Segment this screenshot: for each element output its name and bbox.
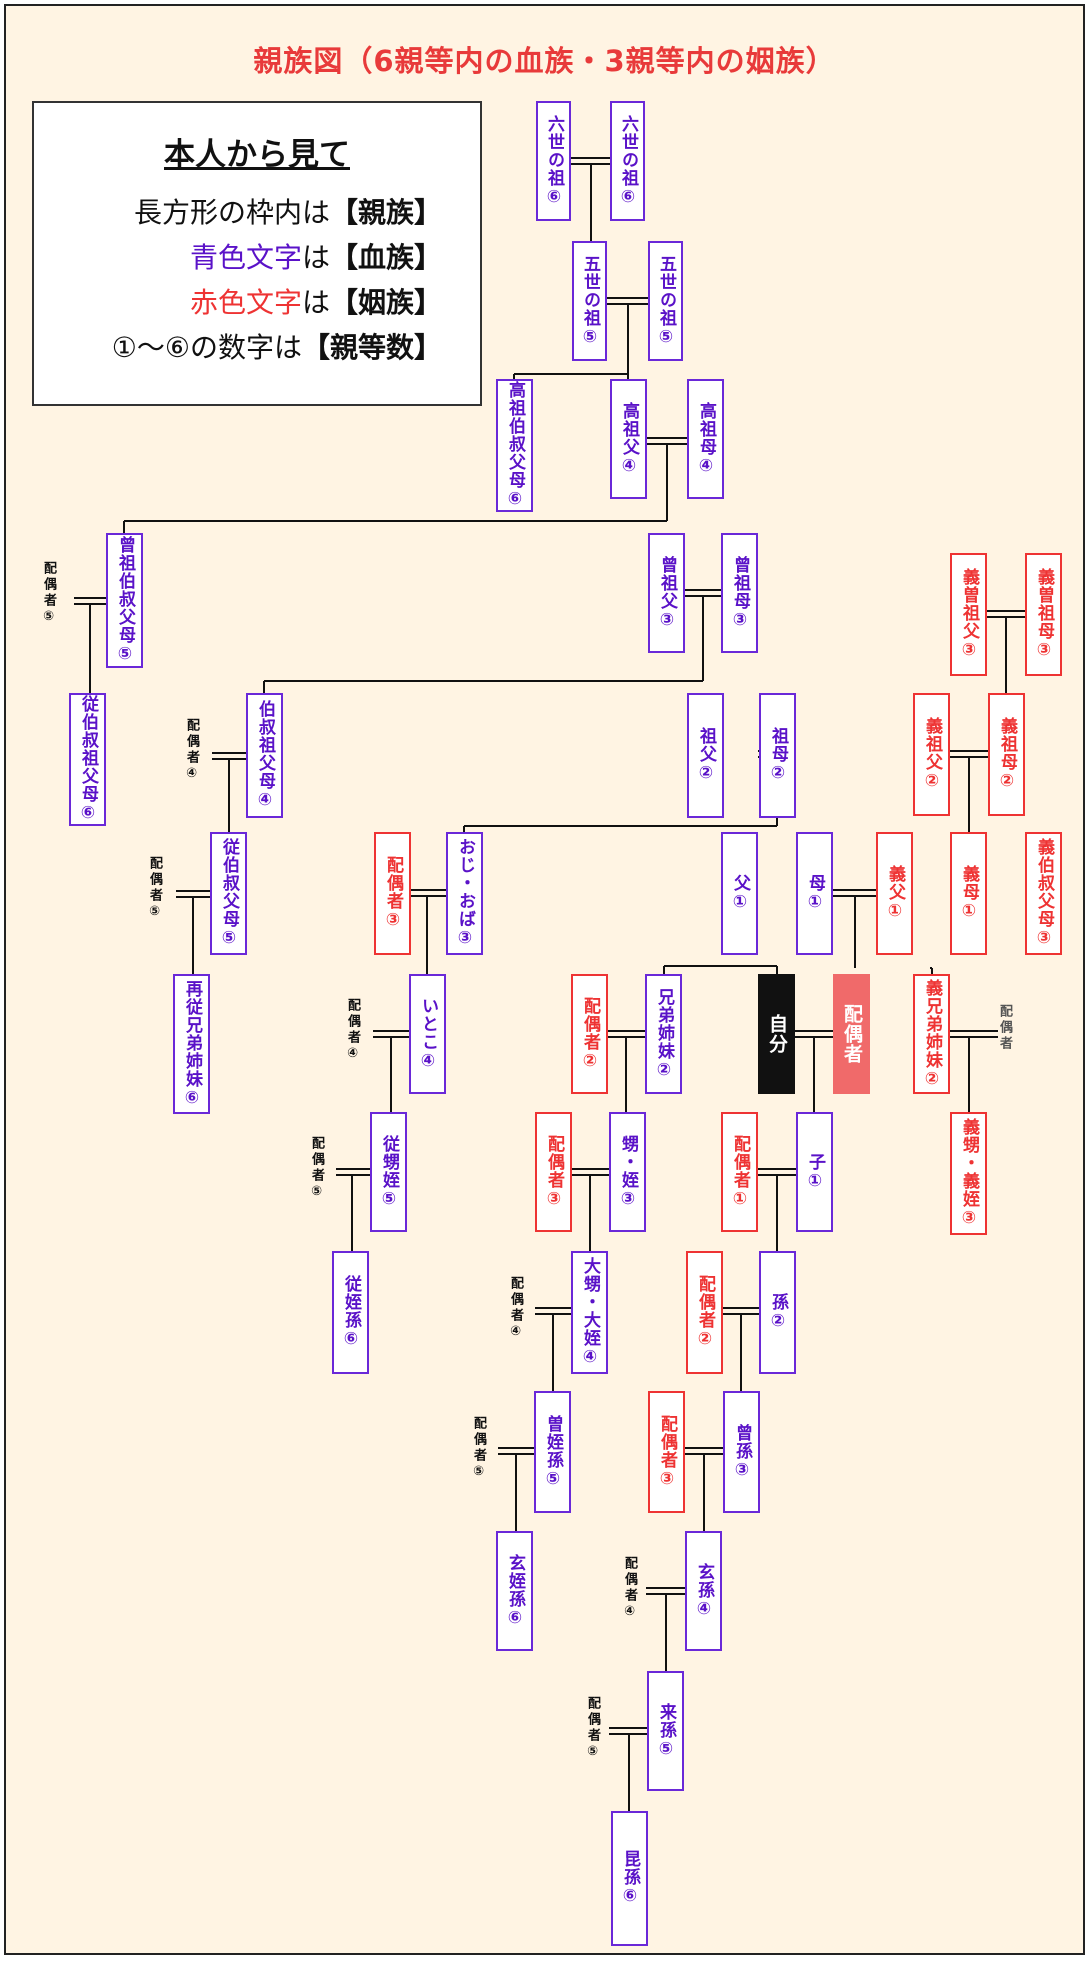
box-gi-fu: 義父① xyxy=(876,832,913,955)
legend-line-degree: ①～⑥の数字は【親等数】 xyxy=(112,326,442,366)
diagram-frame: 親族図（6親等内の血族・3親等内の姻族） 本人から見て 長方形の枠内は【親族】 … xyxy=(4,4,1085,1955)
box-ju-ojioba: 従伯叔父母⑤ xyxy=(210,832,247,955)
box-itoko: いとこ④ xyxy=(409,974,446,1094)
box-gi-sofu: 義祖父② xyxy=(913,693,950,816)
spouse-label-itoko: 配偶者④ xyxy=(345,998,360,1064)
box-gi-bo: 義母① xyxy=(950,832,987,955)
legend-line-blood: 青色文字は【血族】 xyxy=(190,236,442,276)
box-so-bo: 祖母② xyxy=(759,693,796,818)
box-oi-mei: 甥・姪③ xyxy=(609,1112,646,1232)
box-gosei-left: 五世の祖⑤ xyxy=(572,241,607,361)
legend-blood-colored: 青色文字 xyxy=(189,241,302,274)
box-soso-fu: 曾祖父③ xyxy=(648,533,685,653)
box-ju-tetsuson: 従姪孫⑥ xyxy=(332,1251,369,1374)
box-ju-oi: 従甥姪⑤ xyxy=(370,1112,407,1232)
box-gen-tetsuson: 玄姪孫⑥ xyxy=(496,1531,533,1651)
legend-blood-text: は xyxy=(301,241,330,274)
box-so-fu: 祖父② xyxy=(687,693,724,818)
box-gi-kyodai: 義兄弟姉妹② xyxy=(913,974,950,1094)
box-gosei-right: 五世の祖⑤ xyxy=(648,241,683,361)
legend-kinship-text: 長方形の枠内は xyxy=(133,196,330,229)
box-gi-oimei: 義甥・義姪③ xyxy=(950,1112,987,1235)
box-kyodai: 兄弟姉妹② xyxy=(645,974,682,1094)
box-gi-ojioba: 義伯叔父母③ xyxy=(1025,832,1062,955)
box-sai-ju-kyodai: 再従兄弟姉妹⑥ xyxy=(173,974,210,1114)
spouse-label-so-tetsuson: 配偶者⑤ xyxy=(471,1416,486,1482)
box-spouse-kyodai: 配偶者② xyxy=(571,974,608,1094)
box-spouse-ko: 配偶者① xyxy=(721,1112,758,1232)
legend-line-inlaw: 赤色文字は【姻族】 xyxy=(190,281,442,321)
box-ojioba: おじ・おば③ xyxy=(446,832,483,955)
spouse-label-dai-oi: 配偶者④ xyxy=(508,1276,523,1342)
box-koso-fu: 高祖父④ xyxy=(610,379,647,499)
box-jibun: 自分 xyxy=(758,974,795,1094)
box-ju-ojioba-sofu: 従伯叔祖父母⑥ xyxy=(69,693,106,826)
box-mago: 孫② xyxy=(759,1251,796,1374)
spouse-label-ju-ojioba: 配偶者⑤ xyxy=(147,856,162,922)
legend-blood-bracket: 【血族】 xyxy=(329,241,442,274)
box-spouse-mago: 配偶者② xyxy=(686,1251,723,1374)
box-so-tetsuson: 曽姪孫⑤ xyxy=(534,1391,571,1513)
box-spouse-oimei: 配偶者③ xyxy=(535,1112,572,1232)
box-gi-sosobo: 義曽祖母③ xyxy=(1025,553,1062,676)
spouse-label-raison: 配偶者⑤ xyxy=(585,1696,600,1762)
box-raison: 来孫⑤ xyxy=(647,1671,684,1791)
box-spouse-himago: 配偶者③ xyxy=(648,1391,685,1513)
spouse-label-oji-soba: 配偶者④ xyxy=(184,718,199,784)
box-rokusei-left: 六世の祖⑥ xyxy=(536,101,571,221)
box-ko: 子① xyxy=(796,1112,833,1232)
box-rokusei-right: 六世の祖⑥ xyxy=(610,101,645,221)
box-soso-ojioba: 曾祖伯叔父母⑤ xyxy=(106,533,143,668)
spouse-label-ju-oi: 配偶者⑤ xyxy=(309,1136,324,1202)
legend-kinship-bracket: 【親族】 xyxy=(329,196,442,229)
box-gi-sosofu: 義曽祖父③ xyxy=(950,553,987,676)
box-himago: 曾孫③ xyxy=(723,1391,760,1513)
spouse-label-soso-ojioba: 配偶者⑤ xyxy=(41,561,56,627)
box-haha: 母① xyxy=(796,832,833,955)
legend-inlaw-text: は xyxy=(301,286,330,319)
box-dai-oi: 大甥・大姪④ xyxy=(571,1251,608,1374)
box-soso-bo: 曾祖母③ xyxy=(721,533,758,653)
legend-degree-bracket: 【親等数】 xyxy=(301,331,442,364)
box-chichi: 父① xyxy=(721,832,758,955)
box-oji-soba: 伯叔祖父母④ xyxy=(246,693,283,818)
legend-inlaw-colored: 赤色文字 xyxy=(189,286,302,319)
legend-heading: 本人から見て xyxy=(164,137,350,173)
box-koso-bo: 高祖母④ xyxy=(687,379,724,499)
diagram-title: 親族図（6親等内の血族・3親等内の姻族） xyxy=(253,44,836,78)
legend-inlaw-bracket: 【姻族】 xyxy=(329,286,442,319)
box-konson: 昆孫⑥ xyxy=(611,1811,648,1946)
legend-box: 本人から見て 長方形の枠内は【親族】 青色文字は【血族】 赤色文字は【姻族】 ①… xyxy=(32,101,482,406)
spouse-label-genson: 配偶者④ xyxy=(622,1556,637,1622)
box-genson: 玄孫④ xyxy=(685,1531,722,1651)
legend-line-kinship: 長方形の枠内は【親族】 xyxy=(134,191,442,231)
box-koso-ojioba: 高祖伯叔父母⑥ xyxy=(496,379,533,512)
legend-degree-text: ①～⑥の数字は xyxy=(111,331,302,364)
box-gi-sobo: 義祖母② xyxy=(988,693,1025,816)
box-spouse-ojioba: 配偶者③ xyxy=(374,832,411,955)
spouse-label-gi-kyodai: 配偶者 xyxy=(997,1004,1012,1052)
box-haigusha: 配偶者 xyxy=(833,974,870,1094)
